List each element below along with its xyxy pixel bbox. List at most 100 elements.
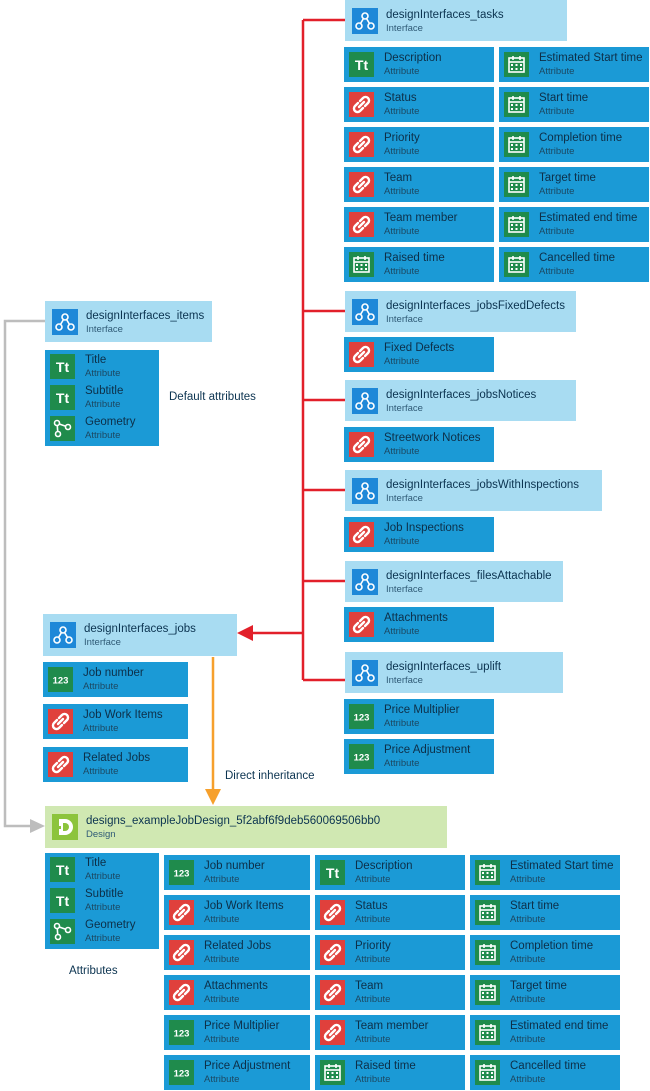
svg-text:123: 123: [354, 753, 370, 764]
attr-type: Attribute: [355, 874, 391, 885]
interface-jobs[interactable]: designInterfaces_jobs Interface: [43, 614, 237, 656]
attr-name: Estimated end time: [510, 1020, 609, 1032]
design-attr-cancelled-time[interactable]: Cancelled time Attribute: [470, 1055, 620, 1090]
attr-cancelled-time[interactable]: Cancelled time Attribute: [499, 247, 649, 282]
svg-text:123: 123: [354, 713, 370, 724]
attr-type: Attribute: [204, 1034, 240, 1045]
attr-estimated-start-time[interactable]: Estimated Start time Attribute: [499, 47, 649, 82]
attr-type: Attribute: [85, 933, 121, 944]
calendar-icon: [475, 1060, 500, 1085]
design-attr-team-member[interactable]: Team member Attribute: [315, 1015, 465, 1050]
attr-fixed-defects[interactable]: Fixed Defects Attribute: [344, 337, 494, 372]
attr-job-work-items[interactable]: Job Work Items Attribute: [43, 704, 188, 739]
text-attribute-icon: Tt: [50, 857, 75, 882]
attr-type: Attribute: [355, 1034, 391, 1045]
design-attr-job-work-items[interactable]: Job Work Items Attribute: [164, 895, 310, 930]
attr-price-multiplier[interactable]: 123 Price Multiplier Attribute: [344, 699, 494, 734]
attr-name: Streetwork Notices: [384, 432, 481, 444]
design-attr-attachments[interactable]: Attachments Attribute: [164, 975, 310, 1010]
design-attr-price-multiplier[interactable]: 123 Price Multiplier Attribute: [164, 1015, 310, 1050]
interface-files-attachable[interactable]: designInterfaces_filesAttachable Interfa…: [345, 561, 563, 602]
attr-name: Price Adjustment: [384, 744, 471, 756]
calendar-icon: [320, 1060, 345, 1085]
attr-type: Attribute: [85, 399, 121, 410]
interface-items[interactable]: designInterfaces_items Interface: [45, 301, 212, 342]
attr-name-subtitle: Subtitle: [85, 385, 124, 397]
attr-type: Attribute: [539, 226, 575, 237]
interface-jobs-with-inspections[interactable]: designInterfaces_jobsWithInspections Int…: [345, 470, 602, 511]
design-attr-job-number[interactable]: 123 Job number Attribute: [164, 855, 310, 890]
interface-type: Interface: [386, 23, 423, 34]
attr-attachments[interactable]: Attachments Attribute: [344, 607, 494, 642]
number-attribute-icon: 123: [169, 860, 194, 885]
attr-status[interactable]: Status Attribute: [344, 87, 494, 122]
attr-name: Job number: [83, 667, 144, 679]
text-attribute-icon: Tt: [50, 354, 75, 379]
attr-job-number[interactable]: 123 Job number Attribute: [43, 662, 188, 697]
attr-completion-time[interactable]: Completion time Attribute: [499, 127, 649, 162]
attr-type: Attribute: [384, 758, 420, 769]
attr-name-title: Title: [85, 354, 107, 366]
attr-estimated-end-time[interactable]: Estimated end time Attribute: [499, 207, 649, 242]
design-attr-completion-time[interactable]: Completion time Attribute: [470, 935, 620, 970]
design-node[interactable]: designs_exampleJobDesign_5f2abf6f9deb560…: [45, 806, 447, 848]
attr-team-member[interactable]: Team member Attribute: [344, 207, 494, 242]
design-attr-target-time[interactable]: Target time Attribute: [470, 975, 620, 1010]
svg-text:123: 123: [174, 869, 190, 880]
design-attr-estimated-start-time[interactable]: Estimated Start time Attribute: [470, 855, 620, 890]
attr-start-time[interactable]: Start time Attribute: [499, 87, 649, 122]
interface-type: Interface: [84, 637, 121, 648]
design-attr-status[interactable]: Status Attribute: [315, 895, 465, 930]
attr-price-adjustment[interactable]: 123 Price Adjustment Attribute: [344, 739, 494, 774]
interface-icon: [352, 569, 378, 595]
attr-type: Attribute: [384, 536, 420, 547]
design-attr-priority[interactable]: Priority Attribute: [315, 935, 465, 970]
text-attribute-icon: Tt: [320, 860, 345, 885]
interface-icon: [352, 660, 378, 686]
attr-name: Completion time: [539, 132, 623, 144]
design-attr-description[interactable]: Tt Description Attribute: [315, 855, 465, 890]
interface-jobs-fixed-defects[interactable]: designInterfaces_jobsFixedDefects Interf…: [345, 291, 576, 332]
interface-jobs-notices[interactable]: designInterfaces_jobsNotices Interface: [345, 380, 576, 421]
interface-uplift[interactable]: designInterfaces_uplift Interface: [345, 652, 563, 693]
grey-connector: [3, 319, 45, 828]
attr-related-jobs[interactable]: Related Jobs Attribute: [43, 747, 188, 782]
calendar-icon: [475, 860, 500, 885]
design-attr-estimated-end-time[interactable]: Estimated end time Attribute: [470, 1015, 620, 1050]
attr-type: Attribute: [204, 914, 240, 925]
attr-priority[interactable]: Priority Attribute: [344, 127, 494, 162]
link-icon: [320, 940, 345, 965]
attr-type: Attribute: [510, 954, 546, 965]
interface-tasks[interactable]: designInterfaces_tasks Interface: [345, 0, 567, 41]
attr-type: Attribute: [85, 368, 121, 379]
attr-name: Related Jobs: [204, 940, 272, 952]
calendar-icon: [504, 132, 529, 157]
attr-job-inspections[interactable]: Job Inspections Attribute: [344, 517, 494, 552]
attr-name: Related Jobs: [83, 752, 151, 764]
design-icon: [52, 814, 78, 840]
attr-type: Attribute: [355, 994, 391, 1005]
attr-name: Job Work Items: [83, 709, 163, 721]
design-attr-raised-time[interactable]: Raised time Attribute: [315, 1055, 465, 1090]
calendar-icon: [504, 172, 529, 197]
attr-type: Attribute: [539, 66, 575, 77]
design-attr-start-time[interactable]: Start time Attribute: [470, 895, 620, 930]
default-attributes-label: Default attributes: [169, 391, 256, 403]
attr-type: Attribute: [384, 446, 420, 457]
design-attr-price-adjustment[interactable]: 123 Price Adjustment Attribute: [164, 1055, 310, 1090]
attr-type: Attribute: [355, 954, 391, 965]
attr-target-time[interactable]: Target time Attribute: [499, 167, 649, 202]
attr-name: Team member: [355, 1020, 429, 1032]
design-attr-team[interactable]: Team Attribute: [315, 975, 465, 1010]
attr-name: Priority: [355, 940, 391, 952]
interface-name: designInterfaces_tasks: [386, 9, 504, 21]
attr-team[interactable]: Team Attribute: [344, 167, 494, 202]
attr-description[interactable]: Tt Description Attribute: [344, 47, 494, 82]
design-attr-related-jobs[interactable]: Related Jobs Attribute: [164, 935, 310, 970]
attr-raised-time[interactable]: Raised time Attribute: [344, 247, 494, 282]
interface-name: designInterfaces_jobsFixedDefects: [386, 300, 565, 312]
attr-name: Estimated Start time: [510, 860, 614, 872]
interface-type: Interface: [386, 493, 423, 504]
interface-icon: [352, 478, 378, 504]
attr-streetwork-notices[interactable]: Streetwork Notices Attribute: [344, 427, 494, 462]
